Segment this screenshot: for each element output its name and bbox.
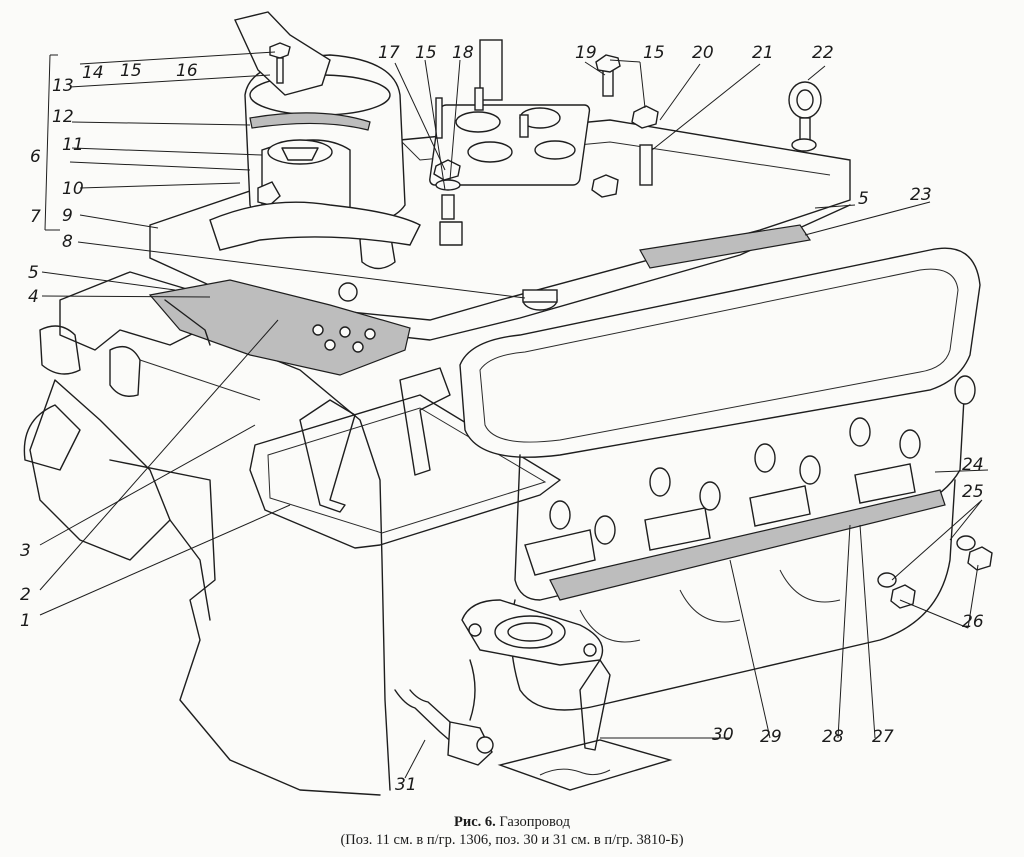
callout-25: 25: [962, 482, 984, 502]
callout-2: 2: [20, 585, 31, 605]
port-flanges: [524, 463, 916, 576]
callout-20: 20: [692, 43, 714, 63]
upper-gasket: [148, 279, 411, 376]
exhaust-studs: [549, 375, 976, 545]
callout-12: 12: [52, 107, 74, 127]
callout-14: 14: [82, 63, 104, 83]
callout-7: 7: [30, 207, 41, 227]
callout-15-right: 15: [643, 43, 665, 63]
callout-15-left: 15: [120, 61, 142, 81]
callout-17: 17: [378, 43, 400, 63]
callout-6: 6: [30, 147, 41, 167]
callout-10: 10: [62, 179, 84, 199]
leader-lines: [39, 51, 989, 779]
callout-5-left: 5: [28, 263, 39, 283]
callout-3: 3: [20, 541, 31, 561]
callout-26: 26: [962, 612, 984, 632]
callout-22: 22: [812, 43, 834, 63]
engine-block: [23, 271, 391, 796]
figure-number: Рис. 6.: [454, 814, 496, 830]
callout-18: 18: [452, 43, 474, 63]
callout-19: 19: [575, 43, 597, 63]
callout-30: 30: [712, 725, 734, 745]
callout-13: 13: [52, 76, 74, 96]
callout-1: 1: [20, 611, 31, 631]
callout-15-middle: 15: [415, 43, 437, 63]
callout-21: 21: [752, 43, 774, 63]
callout-24: 24: [962, 455, 984, 475]
callout-labels: 1 2 3 4 5 5 6 7 8 9 10 11 12 13 14 15 15…: [20, 43, 984, 795]
figure-caption-note: (Поз. 11 см. в п/гр. 1306, поз. 30 и 31 …: [340, 832, 684, 848]
hose-part-31: [394, 689, 494, 766]
callout-9: 9: [62, 206, 73, 226]
callout-28: 28: [822, 727, 844, 747]
exhaust-manifold: [459, 247, 981, 711]
figure-caption-title: Рис. 6. Газопровод: [0, 814, 1024, 831]
washers-nuts-right: [877, 535, 993, 609]
callout-16: 16: [176, 61, 198, 81]
bracket-part-30: [497, 659, 673, 791]
exhaust-flange: [461, 599, 604, 721]
callout-5-right: 5: [858, 189, 869, 209]
callout-4: 4: [28, 287, 39, 307]
callout-27: 27: [872, 727, 894, 747]
callout-23: 23: [910, 185, 932, 205]
callout-8: 8: [62, 232, 73, 252]
callout-31: 31: [395, 775, 417, 795]
carburettor-adaptor: [209, 11, 421, 251]
figure-title: Газопровод: [499, 814, 570, 830]
callout-11: 11: [62, 135, 84, 155]
studs-and-nuts: [433, 54, 822, 246]
engine-exploded-diagram: 1 2 3 4 5 5 6 7 8 9 10 11 12 13 14 15 15…: [20, 11, 993, 796]
callout-29: 29: [760, 727, 782, 747]
